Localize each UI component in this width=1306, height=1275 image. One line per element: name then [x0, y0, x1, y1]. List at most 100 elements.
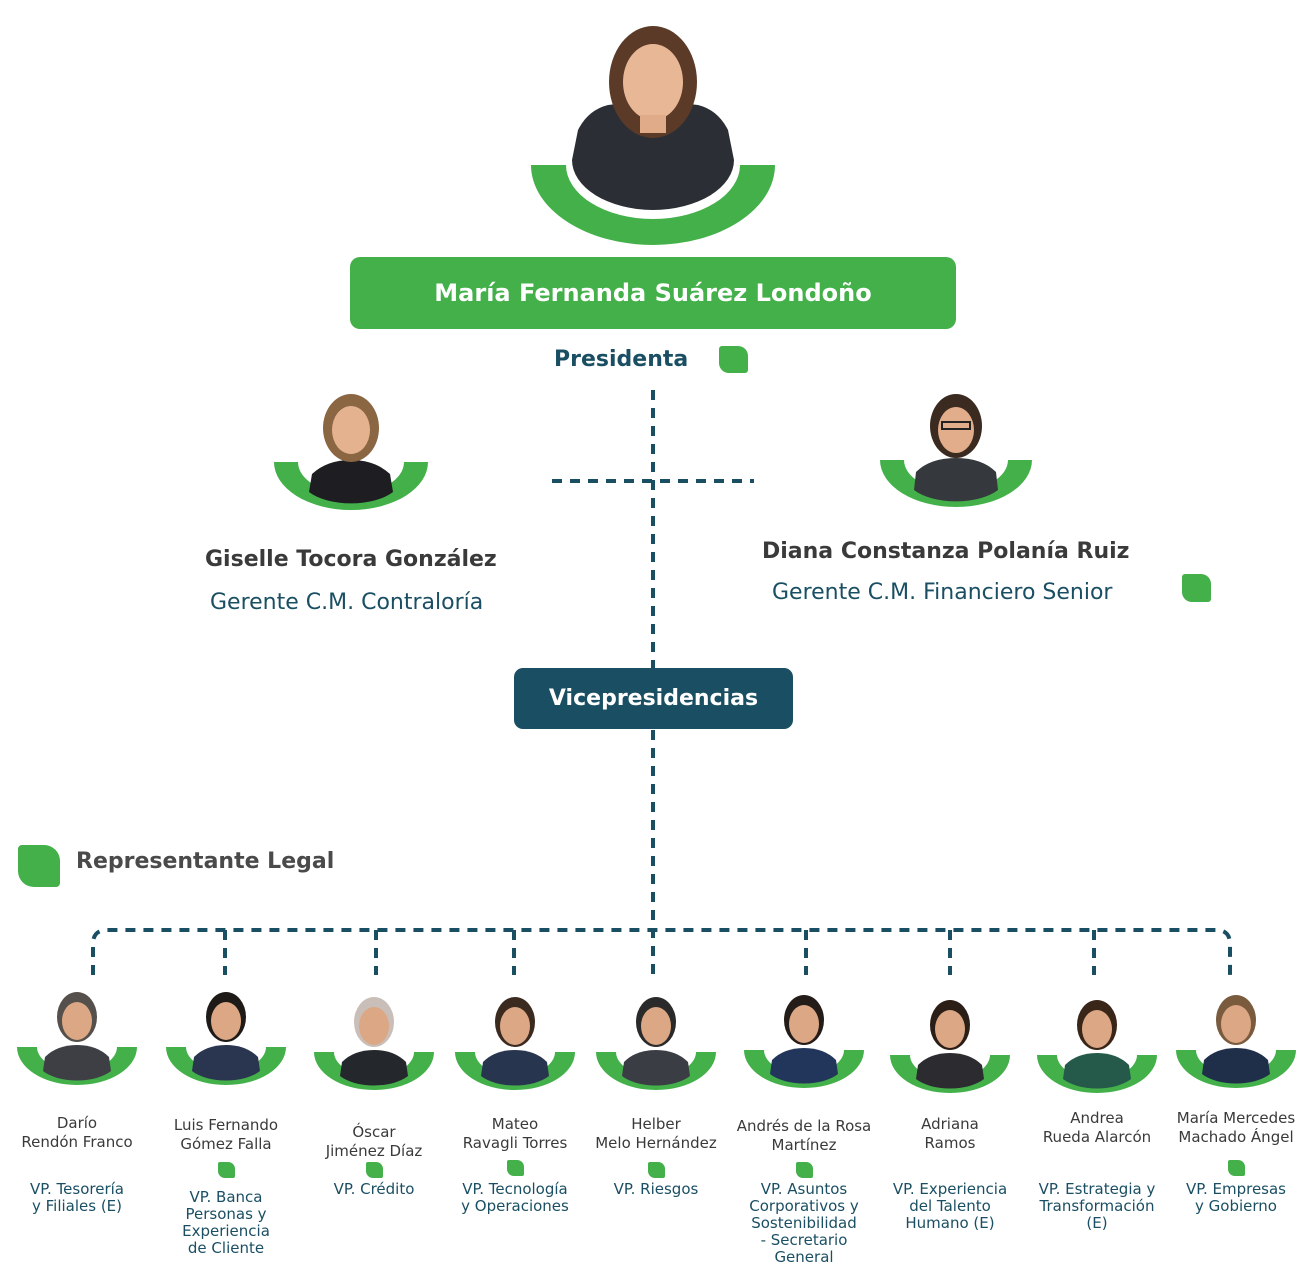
vp-name-line: Andrea — [1070, 1109, 1124, 1127]
vp-role-line: (E) — [1086, 1214, 1108, 1232]
portrait-arc — [744, 1050, 864, 1088]
president-name: María Fernanda Suárez Londoño — [434, 279, 872, 307]
legal-rep-leaf-icon — [1182, 574, 1211, 602]
vp-name-line: Adriana — [921, 1115, 979, 1133]
vp-portrait — [890, 1000, 1010, 1093]
vp-role-line: y Filiales (E) — [31, 1197, 123, 1215]
vp-portrait — [455, 997, 575, 1090]
vicepresidencias-label: Vicepresidencias — [548, 686, 759, 711]
vp-role-line: de Cliente — [187, 1239, 265, 1257]
legal-rep-leaf-icon — [719, 346, 748, 373]
vp-role-line: General — [774, 1248, 834, 1266]
vp-portrait — [314, 997, 434, 1090]
vp-name-line: Luis Fernando — [173, 1116, 279, 1134]
vp-portrait — [1037, 1000, 1157, 1093]
staff-title-1: Gerente C.M. Contraloría — [210, 590, 484, 615]
vp-name-line: Gómez Falla — [180, 1135, 272, 1153]
portrait-arc — [166, 1047, 286, 1085]
vp-name-line: Ramos — [924, 1134, 976, 1152]
vp-role-line: VP. Tecnología — [462, 1180, 568, 1198]
portrait-arc — [455, 1052, 575, 1090]
legend-leaf-icon — [18, 845, 60, 887]
staff-portrait-2 — [880, 394, 1032, 507]
vp-name-line: Ravagli Torres — [462, 1134, 568, 1152]
vp-name-line: Rueda Alarcón — [1042, 1128, 1152, 1146]
vp-portrait — [744, 995, 864, 1088]
vp-role-line: y Gobierno — [1195, 1197, 1277, 1215]
vp-name-line: Darío — [56, 1114, 98, 1132]
portrait-arc — [1037, 1055, 1157, 1093]
vp-role-line: VP. Banca — [189, 1188, 263, 1206]
vp-role-line: Transformación — [1039, 1197, 1155, 1215]
vp-name-line: Jiménez Díaz — [325, 1142, 423, 1160]
vp-portrait — [596, 997, 716, 1090]
president-name-banner: María Fernanda Suárez Londoño — [350, 257, 956, 329]
vp-role-line: Humano (E) — [905, 1214, 995, 1232]
vp-name-line: Mateo — [491, 1115, 539, 1133]
vicepresidencias-box: Vicepresidencias — [514, 668, 793, 729]
legal-rep-leaf-icon — [218, 1162, 235, 1178]
vp-role-line: VP. Empresas — [1185, 1180, 1286, 1198]
vp-role-line: y Operaciones — [461, 1197, 569, 1215]
portrait-arc — [314, 1052, 434, 1090]
vp-name-line: Óscar — [352, 1123, 396, 1141]
staff-name-1: Giselle Tocora González — [205, 547, 497, 572]
vp-role-line: VP. Asuntos — [760, 1180, 848, 1198]
vp-role-line: VP. Experiencia — [892, 1180, 1008, 1198]
vp-name-line: Melo Hernández — [595, 1134, 717, 1152]
portrait-arc — [890, 1055, 1010, 1093]
vp-role-line: Sostenibilidad — [751, 1214, 857, 1232]
staff-title-2: Gerente C.M. Financiero Senior — [772, 580, 1113, 605]
legend-label: Representante Legal — [76, 849, 335, 874]
vp-role-line: VP. Estrategia y — [1038, 1180, 1156, 1198]
legal-rep-leaf-icon — [507, 1160, 524, 1176]
legal-rep-leaf-icon — [648, 1162, 665, 1178]
legal-rep-leaf-icon — [1228, 1160, 1245, 1176]
president-title: Presidenta — [554, 347, 689, 372]
staff-name-2: Diana Constanza Polanía Ruiz — [762, 539, 1130, 564]
vp-portrait — [17, 992, 137, 1085]
vp-role-line: Corporativos y — [749, 1197, 859, 1215]
vp-role-line: VP. Tesorería — [30, 1180, 124, 1198]
staff-portrait-1 — [274, 394, 428, 510]
vp-portrait — [1176, 995, 1296, 1088]
vp-name-line: Helber — [631, 1115, 681, 1133]
portrait-arc — [17, 1047, 137, 1085]
legal-rep-leaf-icon — [366, 1162, 383, 1178]
vp-name-line: Machado Ángel — [1178, 1128, 1294, 1146]
vp-role-line: Personas y — [185, 1205, 267, 1223]
vp-role: VP. Riesgos — [586, 1181, 726, 1198]
portrait-arc — [596, 1052, 716, 1090]
vp-role-line: VP. Crédito — [333, 1180, 415, 1198]
portrait-arc — [1176, 1050, 1296, 1088]
vp-portrait — [166, 992, 286, 1085]
vp-name-line: María Mercedes — [1176, 1109, 1296, 1127]
vp-role-line: Experiencia — [182, 1222, 270, 1240]
vp-role: VP. Crédito — [304, 1181, 444, 1198]
vp-role-line: del Talento — [909, 1197, 991, 1215]
vp-role-line: - Secretario — [760, 1231, 848, 1249]
vp-name-line: Martínez — [771, 1136, 837, 1154]
vp-name-line: Rendón Franco — [21, 1133, 133, 1151]
legal-rep-leaf-icon — [796, 1162, 813, 1178]
vp-name-line: Andrés de la Rosa — [736, 1117, 872, 1135]
vp-role-line: VP. Riesgos — [613, 1180, 699, 1198]
president-portrait — [531, 26, 775, 245]
